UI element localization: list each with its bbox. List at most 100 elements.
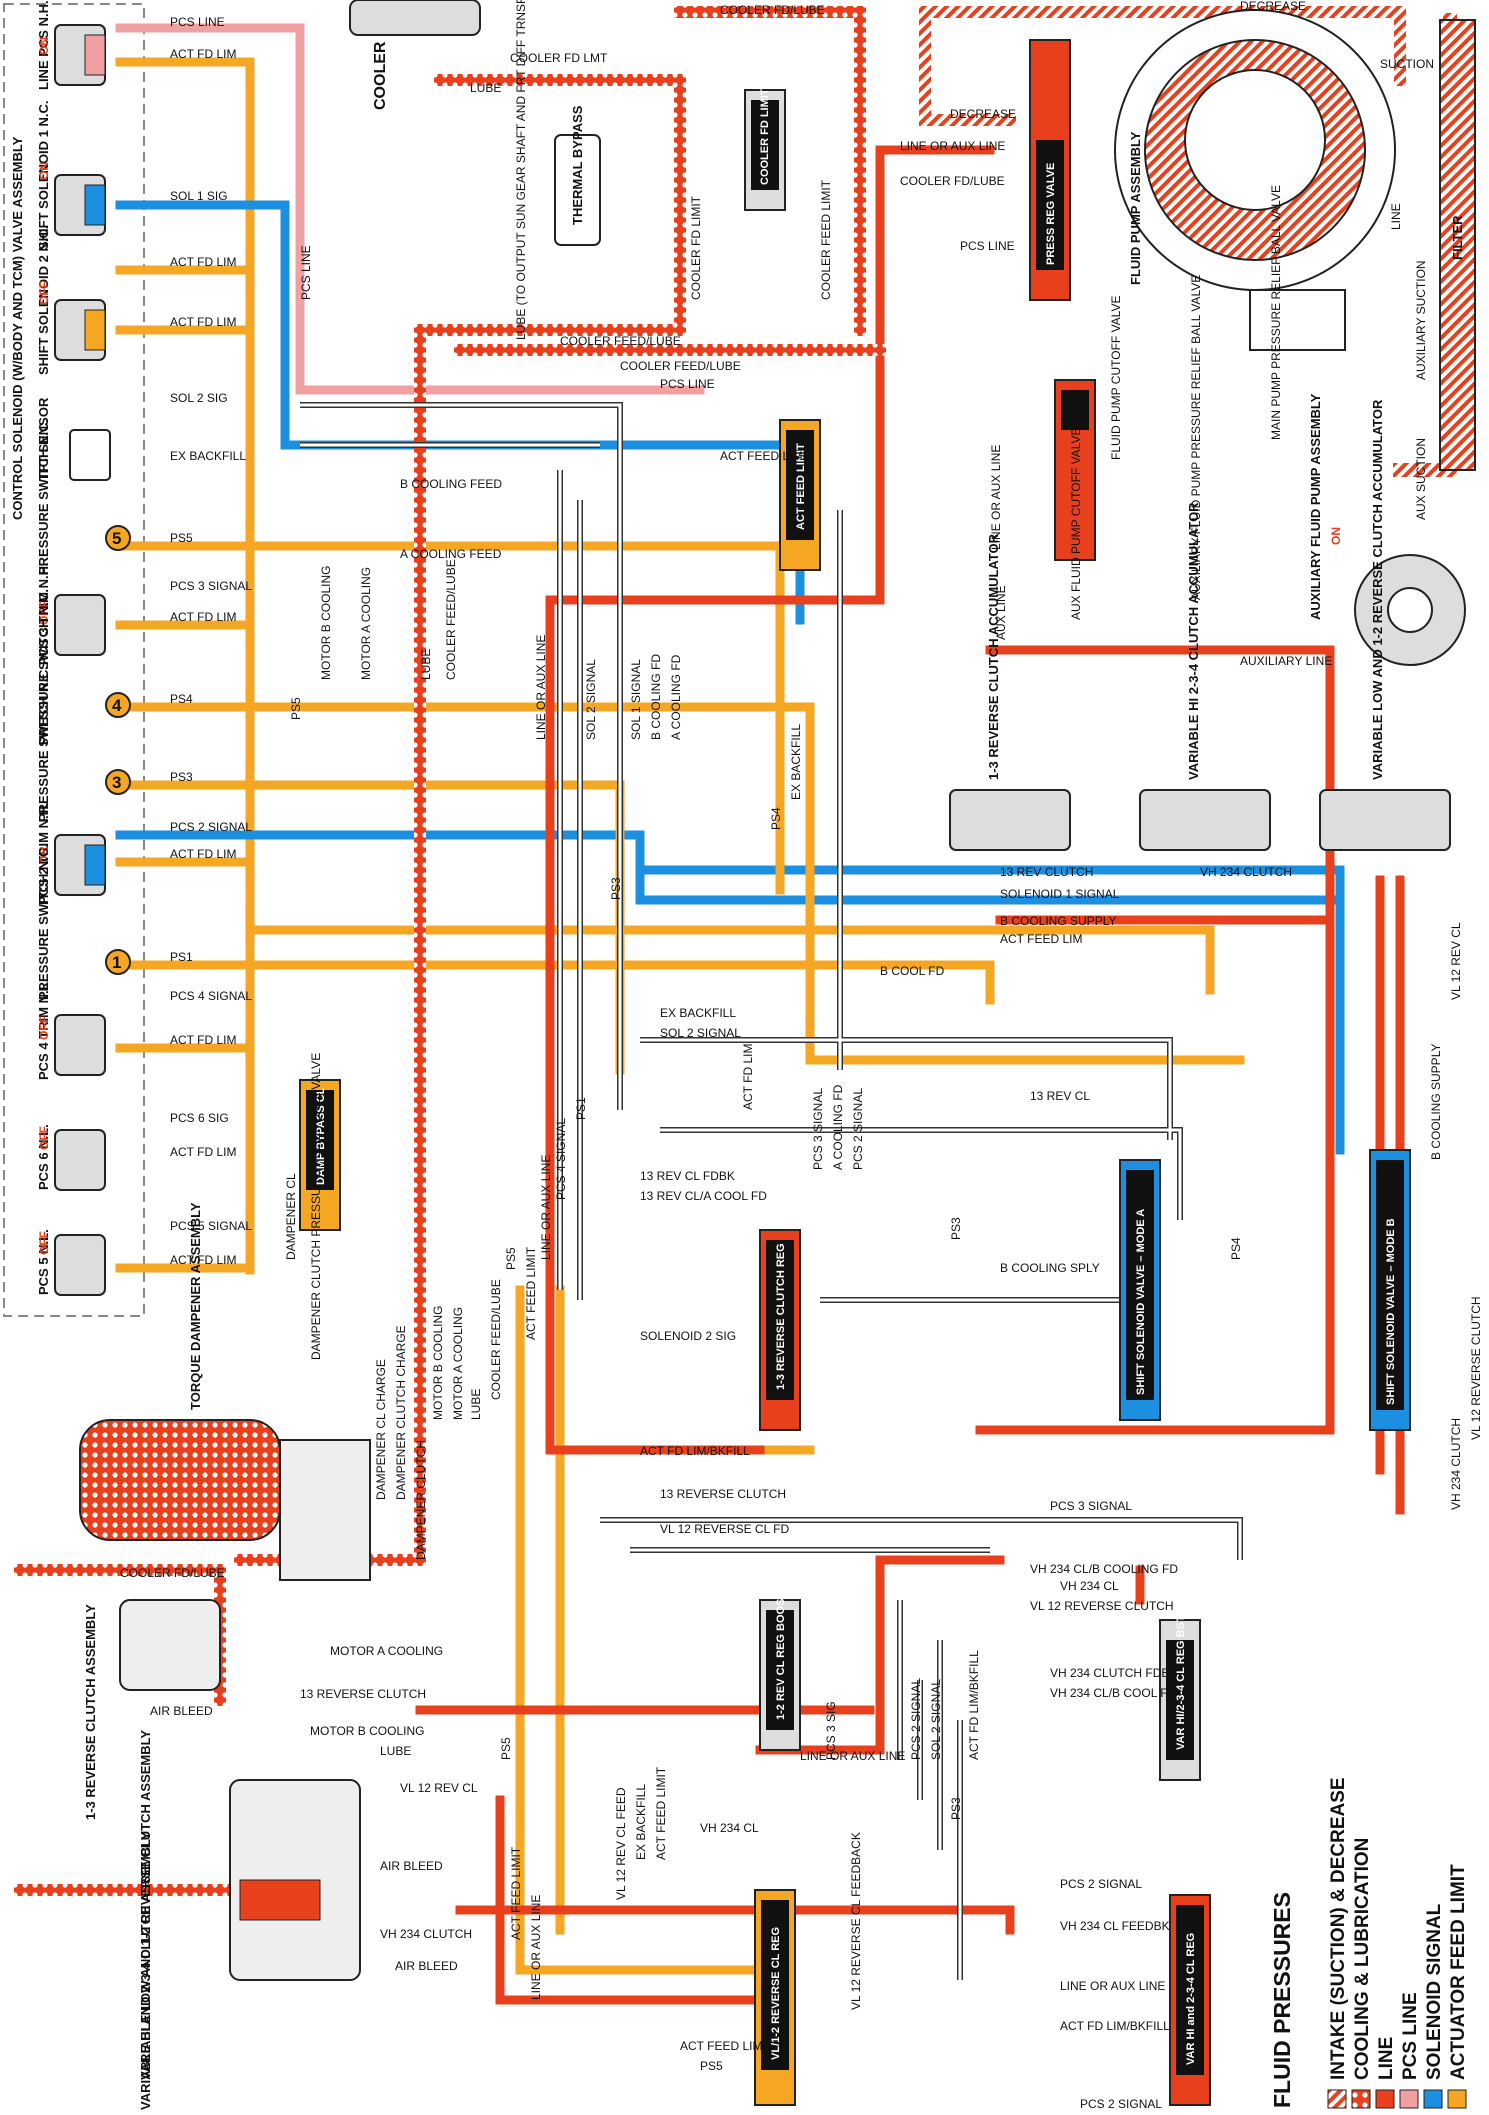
lbl-pcs2-signal-c: PCS 2 SIGNAL	[1080, 2097, 1162, 2111]
pressure-switch-5-num: 5	[112, 529, 121, 548]
lbl-b-cooling-fd-v: B COOLING FD	[649, 654, 663, 740]
lbl-ps5-b: PS5	[700, 2059, 723, 2073]
lbl-b-cooling-supply-v: B COOLING SUPPLY	[1429, 1044, 1443, 1160]
solenoid-bodies: 5 4 3 1	[54, 24, 131, 1296]
lbl-ex-backfill: EX BACKFILL	[170, 449, 246, 463]
lbl-ex-backfill-v2: EX BACKFILL	[634, 1784, 648, 1860]
lbl-act-feed-lim: ACT FEED LIM	[1000, 932, 1082, 946]
act-feed-limit-valve[interactable]: ACT FEED LIMIT	[779, 419, 821, 571]
lbl-ps4-v: PS4	[769, 807, 783, 830]
lbl-act-fd-lim-v: ACT FD LIM	[741, 1044, 755, 1110]
lbl-ps1: PS1	[170, 950, 193, 964]
shift-solenoid-1[interactable]	[54, 174, 106, 236]
pcs3-trim-solenoid[interactable]	[54, 594, 106, 656]
lbl-act-fd-lim-bkfill: ACT FD LIM/BKFILL	[640, 1444, 750, 1458]
lbl-line-or-aux-v2: LINE OR AUX LINE	[539, 1155, 553, 1260]
cooler-fd-limit-valve[interactable]: COOLER FD LIMIT	[744, 88, 786, 211]
lbl-act-fd-lim-3: ACT FD LIM	[170, 315, 236, 329]
lbl-lube-v2: LUBE	[469, 1389, 483, 1420]
lbl-dampener-clutch: DAMPENER CLUTCH	[414, 1440, 428, 1560]
vl12-reg-label: VL/1-2 REVERSE CL REG	[770, 1927, 782, 2060]
legend-swatch-actuator	[1447, 2089, 1467, 2109]
pcs2-trim-solenoid[interactable]	[54, 834, 106, 896]
lbl-vh234-cl-fdbk: VH 234 CL FEEDBK	[1060, 1919, 1170, 1933]
lbl-pcs2-signal-v: PCS 2 SIGNAL	[851, 1088, 865, 1170]
legend-label-solenoid: SOLENOID SIGNAL	[1424, 1903, 1445, 2080]
lbl-reverse-clutch-13: 13 REVERSE CLUTCH	[660, 1487, 786, 1501]
lbl-dampener-cl-charge: DAMPENER CL CHARGE	[374, 1359, 388, 1500]
lbl-ps3-v2: PS3	[949, 1217, 963, 1240]
lbl-air-bleed-3: AIR BLEED	[395, 1959, 458, 1973]
thermal-bypass-label: THERMAL BYPASS	[570, 105, 585, 225]
lbl-rev-cl-a-cool: 13 REV CL/A COOL FD	[640, 1189, 767, 1203]
legend-label-pcs: PCS LINE	[1400, 1992, 1421, 2080]
signal-lines-fill	[300, 403, 1242, 1980]
lbl-vl12-reverse-cl-fd: VL 12 REVERSE CL FD	[660, 1522, 789, 1536]
solenoid-state-shift-2: OFF	[37, 281, 51, 305]
lbl-vl12-rev-cl-feed: VL 12 REV CL FEED	[614, 1787, 628, 1900]
lbl-b-cooling-supply: B COOLING SUPPLY	[1000, 914, 1116, 928]
vl12-reg-valve[interactable]: VL/1-2 REVERSE CL REG	[754, 1889, 796, 2106]
press-reg-valve[interactable]: PRESS REG VALVE	[1029, 39, 1071, 301]
lbl-b-cooling-sply: B COOLING SPLY	[1000, 1261, 1100, 1275]
lbl-line-or-aux-1: LINE OR AUX LINE	[900, 139, 1005, 153]
var-hi-reg-valve[interactable]: VAR HI and 2-3-4 CL REG	[1169, 1894, 1211, 2106]
lbl-pcs3-sig-v: PCS 3 SIG	[824, 1701, 838, 1760]
lbl-cooler-feed-lube-v: COOLER FEED/LUBE	[444, 559, 458, 680]
lbl-b-cool-fd: B COOL FD	[880, 964, 945, 978]
pcs5-solenoid[interactable]	[54, 1234, 106, 1296]
pressure-switch-5	[105, 525, 131, 551]
var-hi-boost-valve[interactable]: VAR HI/2-3-4 CL REG BST	[1159, 1615, 1201, 1781]
rev-clutch-reg-valve[interactable]: 1-3 REVERSE CLUTCH REG	[759, 1229, 801, 1431]
lbl-a-cooling-feed: A COOLING FEED	[400, 547, 502, 561]
pcs4-trim-solenoid[interactable]	[54, 1014, 106, 1076]
lbl-cooler-fd-limit-v: COOLER FD LIMIT	[689, 195, 703, 300]
shift-valve-a[interactable]: SHIFT SOLENOID VALVE – MODE A	[1119, 1159, 1161, 1421]
line-pcs-solenoid[interactable]	[54, 24, 106, 86]
lbl-pcs-line-r: PCS LINE	[960, 239, 1015, 253]
shift-solenoid-2[interactable]	[54, 299, 106, 361]
lbl-cooler-fd-lmt: COOLER FD LMT	[510, 51, 608, 65]
fluid-pump: FLUID PUMP ASSEMBLY	[1114, 9, 1396, 351]
lbl-pcs4-signal: PCS 4 SIGNAL	[170, 989, 252, 1003]
shift-valve-b-label: SHIFT SOLENOID VALVE – MODE B	[1385, 1218, 1397, 1405]
pcs6-solenoid[interactable]	[54, 1129, 106, 1191]
solenoid-state-line-pcs: ON	[37, 37, 51, 55]
lbl-rev-clutch-13-b: 13 REVERSE CLUTCH	[300, 1687, 426, 1701]
lbl-cooler-feed-lube-2: COOLER FEED/LUBE	[620, 359, 741, 373]
accumulators: 1-3 REVERSE CLUTCH ACCUMULATOR VARIABLE …	[949, 399, 1451, 851]
lbl-vh234-clutch: VH 234 CLUTCH	[1200, 865, 1292, 879]
lbl-vh234-clb-cooling: VH 234 CL/B COOLING FD	[1030, 1562, 1178, 1576]
lbl-aux-suction-short: AUX SUCTION	[1414, 438, 1428, 520]
solenoid-label-tft: TFT SENSOR	[36, 397, 51, 480]
lbl-pcs3-signal: PCS 3 SIGNAL	[170, 579, 252, 593]
lbl-pcs3-signal-v: PCS 3 SIGNAL	[811, 1088, 825, 1170]
lbl-lube-top: LUBE	[470, 81, 501, 95]
lbl-sol2-signal-v2: SOL 2 SIGNAL	[929, 1679, 943, 1760]
pressure-switch-4	[105, 692, 131, 718]
solenoid-state-pcs6: OFF	[37, 1126, 51, 1150]
lbl-act-feed-limit-v2: ACT FEED LIMIT	[654, 1766, 668, 1860]
var-hi-clutch-label: VARIABLE HI AND 2-3-4 CLUTCH ASSEMBLY	[138, 1831, 153, 2110]
lbl-sol1-signal-v: SOL 1 SIGNAL	[629, 659, 643, 740]
lbl-ps5-v2: PS5	[504, 1247, 518, 1270]
shift-valve-b[interactable]: SHIFT SOLENOID VALVE – MODE B	[1369, 1149, 1411, 1431]
lbl-vh234-clutch-b: VH 234 CLUTCH	[380, 1927, 472, 1941]
cooler-fd-limit-label: COOLER FD LIMIT	[759, 88, 771, 185]
lbl-aux-line-v: AUX LINE	[994, 585, 1008, 640]
lbl-motor-a-v2: MOTOR A COOLING	[451, 1307, 465, 1420]
lbl-pcs5-signal: PCS 5 SIGNAL	[170, 1219, 252, 1233]
acc-low-label: VARIABLE LOW AND 1-2 REVERSE CLUTCH ACCU…	[1370, 399, 1385, 780]
lbl-ps3-v: PS3	[609, 877, 623, 900]
fluid-pump-cutoff-valve[interactable]	[1054, 379, 1096, 561]
lbl-act-fd-lim-2: ACT FD LIM	[170, 255, 236, 269]
lbl-act-fd-lim-6: ACT FD LIM	[170, 1033, 236, 1047]
lbl-vh234-cl-b: VH 234 CL	[700, 1821, 759, 1835]
solenoid-state-shift-1: ON	[37, 162, 51, 180]
damp-bypass-label: DAMP BYPASS CL	[315, 1087, 327, 1185]
damp-bypass-valve[interactable]: DAMP BYPASS CL	[299, 1079, 341, 1231]
lbl-aux-relief: AUXILIARY FLUID PUMP PRESSURE RELIEF BAL…	[1189, 275, 1203, 600]
control-solenoid-assembly: CONTROL SOLENOID (W/BODY AND TCM) VALVE …	[3, 3, 145, 1317]
legend: FLUID PRESSURES INTAKE (SUCTION) & DECRE…	[1269, 1777, 1469, 2109]
rev-cl-boost-valve[interactable]: 1-2 REV CL REG BOOST	[759, 1592, 801, 1751]
